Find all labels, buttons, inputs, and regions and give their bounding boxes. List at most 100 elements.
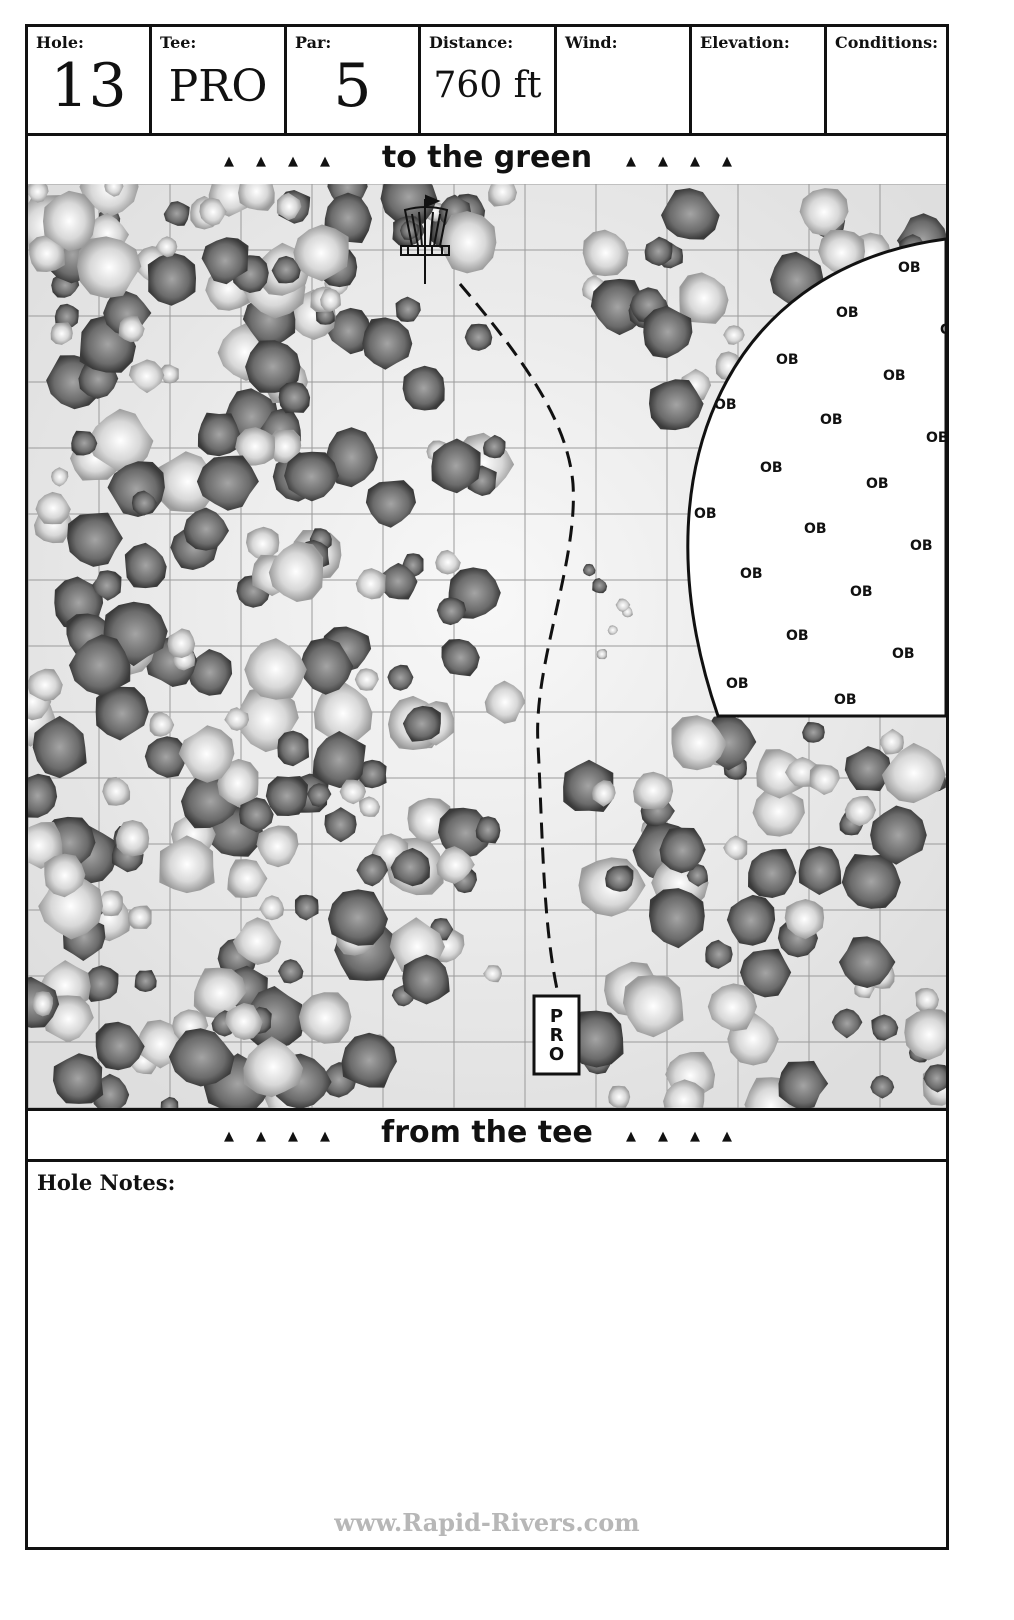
website-link[interactable]: www.Rapid-Rivers.com (334, 1508, 640, 1537)
tree-icon (284, 451, 339, 502)
tree-icon (307, 783, 332, 807)
par-value: 5 (333, 51, 372, 121)
tree-icon (748, 848, 797, 898)
tree-icon (904, 1008, 946, 1061)
tree-icon (243, 1036, 304, 1098)
tree-icon (661, 188, 720, 240)
tree-icon (299, 637, 354, 695)
tree-icon (402, 705, 441, 742)
ob-label: OB (850, 584, 873, 600)
tree-icon (879, 728, 904, 755)
tree-icon (67, 512, 123, 567)
tree-icon (663, 1079, 705, 1108)
tree-icon (431, 438, 481, 494)
ob-label: OB (883, 368, 906, 384)
tree-icon (71, 430, 98, 456)
tree-icon (362, 317, 413, 370)
tree-icon (870, 1075, 895, 1099)
tree-icon (488, 184, 517, 207)
ob-zone (686, 237, 946, 718)
tree-icon (232, 917, 282, 965)
tree-icon (131, 490, 157, 516)
tee-label: Tee: (160, 33, 197, 52)
distance-label: Distance: (429, 33, 514, 52)
tree-icon (752, 786, 805, 837)
tree-icon (483, 965, 502, 983)
tree-icon (187, 649, 233, 696)
tree-icon (83, 965, 119, 1002)
tree-icon (325, 427, 378, 488)
tree-icon (298, 992, 352, 1044)
tree-icon (35, 491, 71, 525)
tree-icon (102, 776, 131, 806)
tree-icon (483, 434, 506, 459)
ob-label: OB (926, 430, 946, 446)
ob-label: OB (804, 521, 827, 537)
hole-map-graphic: OBOBOBOBOBOBOBOBOBOBOBOBOBOBOBOBOBOBOBOB… (28, 184, 946, 1108)
tree-icon (326, 307, 371, 355)
tree-icon (156, 451, 219, 512)
up-arrows-icon: ▲▲▲▲ (626, 154, 754, 169)
tree-icon (312, 731, 366, 788)
tree-icon (193, 967, 247, 1019)
tree-icon (87, 408, 154, 473)
ob-label: OB (694, 506, 717, 522)
tree-icon (723, 325, 745, 345)
tree-icon (339, 779, 366, 805)
tree-icon (435, 549, 461, 575)
tree-icon (128, 359, 165, 394)
hole-notes[interactable]: Hole Notes: www.Rapid-Rivers.com (28, 1160, 946, 1547)
ob-label: OB (940, 322, 946, 338)
fairway-path (458, 283, 575, 995)
tree-icon (438, 807, 494, 859)
tree-icon (596, 649, 607, 660)
tree-icon (128, 905, 152, 929)
par-label: Par: (295, 33, 332, 52)
ob-label: OB (776, 352, 799, 368)
tree-icon (784, 899, 825, 940)
tree-icon (96, 890, 123, 917)
ob-label: OB (910, 538, 933, 554)
ob-label: OB (834, 692, 857, 708)
tree-icon (809, 764, 840, 795)
tree-icon (608, 1085, 631, 1108)
tree-icon (28, 184, 49, 203)
tree-icon (436, 846, 475, 884)
tree-icon (245, 340, 301, 393)
elevation-cell[interactable]: Elevation: (692, 27, 827, 133)
tree-icon (53, 1053, 104, 1104)
ob-label: OB (760, 460, 783, 476)
wind-cell[interactable]: Wind: (557, 27, 692, 133)
tree-icon (802, 722, 825, 743)
tree-icon (402, 365, 445, 411)
tree-icon (643, 305, 693, 359)
hole-cell: Hole: 13 (28, 27, 152, 133)
tree-icon (844, 746, 892, 792)
tree-icon (118, 316, 145, 343)
tree-icon (265, 776, 308, 816)
ob-label: OB (726, 676, 749, 692)
tree-icon (276, 192, 302, 221)
tree-icon (871, 1014, 899, 1041)
tree-icon (778, 1060, 829, 1108)
tree-icon (256, 825, 299, 868)
tree-icon (402, 954, 450, 1005)
tree-icon (387, 664, 414, 691)
tree-icon (183, 507, 229, 551)
up-arrows-icon: ▲▲▲▲ (626, 1129, 754, 1144)
tree-icon (28, 668, 63, 702)
tree-icon (831, 1008, 863, 1039)
tree-icon (28, 235, 65, 272)
ob-label: OB (892, 646, 915, 662)
tree-icon (395, 296, 421, 322)
tree-icon (92, 570, 122, 601)
elevation-label: Elevation: (700, 33, 790, 52)
tree-icon (160, 364, 179, 384)
tree-icon (726, 894, 776, 946)
tree-icon (365, 480, 416, 528)
tree-icon (841, 854, 901, 909)
conditions-cell[interactable]: Conditions: (827, 27, 946, 133)
tree-icon (649, 888, 705, 949)
tree-icon (278, 381, 311, 414)
tee-marker-letter: R (550, 1025, 564, 1046)
